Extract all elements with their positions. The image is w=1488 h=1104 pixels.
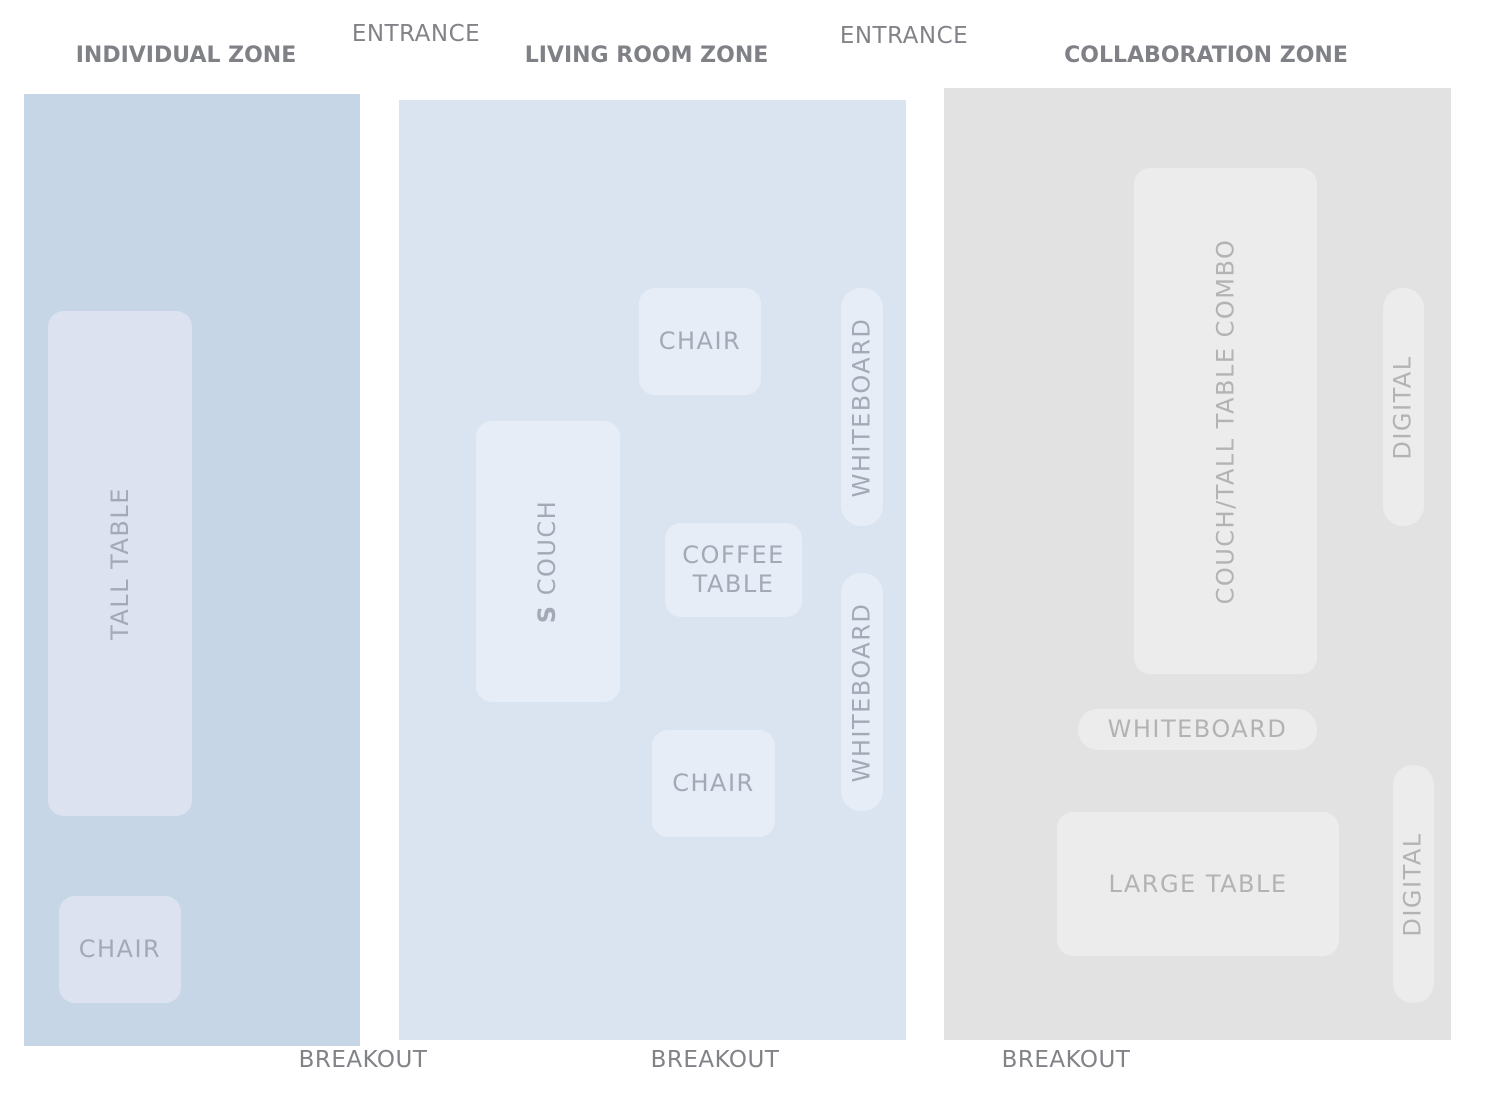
tall-table: TALL TABLE bbox=[48, 311, 192, 816]
collaboration-zone: COUCH/TALL TABLE COMBO DIGITAL WHITEBOAR… bbox=[944, 88, 1451, 1040]
coffee-table-label-line1: COFFEE bbox=[682, 541, 785, 569]
living-room-zone-title: LIVING ROOM ZONE bbox=[524, 43, 769, 68]
collaboration-whiteboard: WHITEBOARD bbox=[1078, 709, 1317, 750]
digital-top: DIGITAL bbox=[1383, 288, 1424, 526]
whiteboard-bottom: WHITEBOARD bbox=[841, 573, 883, 811]
couch-tall-table-combo: COUCH/TALL TABLE COMBO bbox=[1134, 168, 1317, 674]
digital-bottom: DIGITAL bbox=[1393, 765, 1434, 1003]
whiteboard-top-label: WHITEBOARD bbox=[847, 317, 876, 497]
digital-bottom-label: DIGITAL bbox=[1399, 831, 1428, 937]
breakout-label-1: BREAKOUT bbox=[298, 1047, 428, 1073]
couch-mark: S bbox=[533, 604, 562, 624]
collaboration-whiteboard-label: WHITEBOARD bbox=[1107, 715, 1288, 743]
couch-label-text: COUCH bbox=[533, 499, 562, 596]
entrance-label-right: ENTRANCE bbox=[839, 23, 969, 49]
tall-table-label: TALL TABLE bbox=[105, 487, 134, 640]
couch-tall-table-combo-label: COUCH/TALL TABLE COMBO bbox=[1211, 238, 1240, 604]
living-room-chair-bottom-label: CHAIR bbox=[672, 769, 755, 797]
individual-zone-title: INDIVIDUAL ZONE bbox=[75, 43, 297, 68]
coffee-table: COFFEE TABLE bbox=[665, 523, 802, 617]
living-room-chair-top: CHAIR bbox=[639, 288, 761, 395]
digital-top-label: DIGITAL bbox=[1389, 354, 1418, 460]
couch: S COUCH bbox=[476, 421, 620, 702]
large-table: LARGE TABLE bbox=[1057, 812, 1339, 956]
whiteboard-bottom-label: WHITEBOARD bbox=[847, 602, 876, 782]
whiteboard-top: WHITEBOARD bbox=[841, 288, 883, 526]
individual-chair: CHAIR bbox=[59, 896, 181, 1003]
coffee-table-label-line2: TABLE bbox=[692, 570, 775, 598]
living-room-chair-top-label: CHAIR bbox=[658, 327, 742, 355]
couch-label: S COUCH bbox=[534, 500, 563, 623]
individual-chair-label: CHAIR bbox=[78, 935, 162, 963]
large-table-label: LARGE TABLE bbox=[1108, 869, 1288, 898]
living-room-chair-bottom: CHAIR bbox=[652, 730, 775, 837]
individual-zone: TALL TABLE CHAIR bbox=[24, 94, 360, 1046]
living-room-zone: CHAIR S COUCH COFFEE TABLE CHAIR WHITEBO… bbox=[399, 100, 906, 1040]
breakout-label-3: BREAKOUT bbox=[1001, 1047, 1131, 1073]
breakout-label-2: BREAKOUT bbox=[650, 1047, 780, 1073]
entrance-label-left: ENTRANCE bbox=[351, 21, 481, 47]
collaboration-zone-title: COLLABORATION ZONE bbox=[1064, 43, 1348, 68]
